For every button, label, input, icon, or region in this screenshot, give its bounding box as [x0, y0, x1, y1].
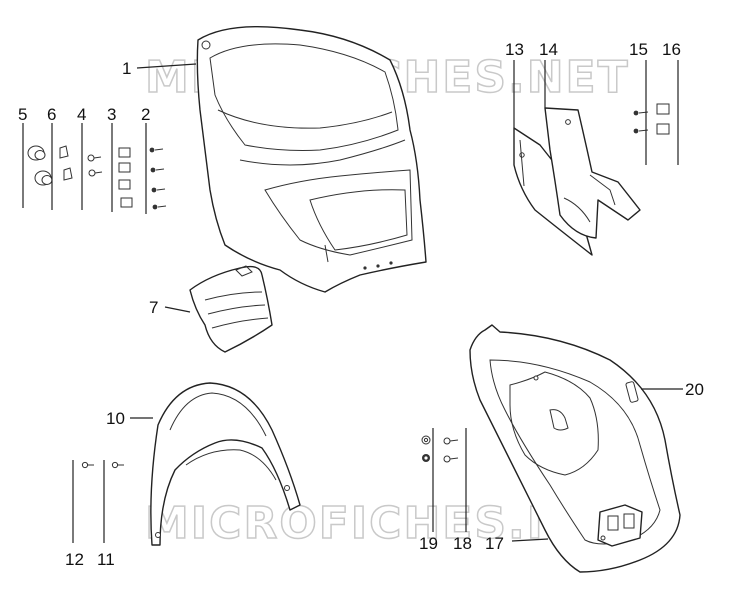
- callout-2: 2: [141, 105, 150, 124]
- part-14-bracket-right: [544, 107, 641, 239]
- callout-labels: 1 2 3 4 5 6 7 10 11 12 13 14 15 16 17 18…: [18, 40, 704, 569]
- callout-15: 15: [629, 40, 648, 59]
- callout-13: 13: [505, 40, 524, 59]
- part-20-pin: [625, 381, 639, 403]
- callout-6: 6: [47, 105, 56, 124]
- callout-14: 14: [539, 40, 558, 59]
- callout-1: 1: [122, 59, 131, 78]
- callout-18: 18: [453, 534, 472, 553]
- callout-7: 7: [149, 298, 158, 317]
- callout-16: 16: [662, 40, 681, 59]
- part-10-inner-fender: [150, 382, 301, 546]
- hardware-group-left: [27, 145, 167, 210]
- hardware-group-18-19: [421, 435, 459, 463]
- callout-19: 19: [419, 534, 438, 553]
- callout-10: 10: [106, 409, 125, 428]
- hardware-group-11-12: [81, 461, 124, 469]
- callout-12: 12: [65, 550, 84, 569]
- leader-lines: [22, 60, 683, 543]
- part-7-grille-panel: [189, 265, 273, 353]
- callout-20: 20: [685, 380, 704, 399]
- callout-3: 3: [107, 105, 116, 124]
- callout-5: 5: [18, 105, 27, 124]
- callout-4: 4: [77, 105, 86, 124]
- part-1-front-cover: [196, 25, 427, 293]
- callout-17: 17: [485, 534, 504, 553]
- callout-11: 11: [97, 550, 115, 569]
- hardware-group-15-16: [633, 103, 670, 135]
